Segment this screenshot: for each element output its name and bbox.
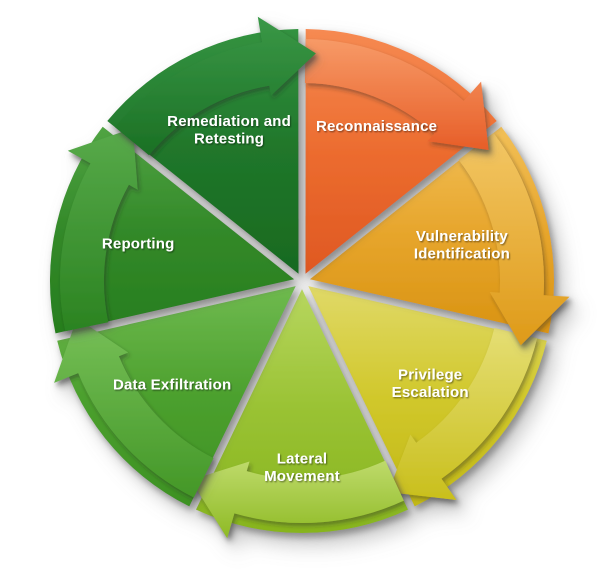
segment-data-exfiltration — [54, 286, 296, 507]
segment-vulnerability-identification — [309, 126, 570, 346]
cycle-wheel — [49, 16, 570, 539]
clockwise-arrow-icon — [190, 460, 404, 539]
segment-remediation-and-retesting — [107, 16, 316, 274]
segment-lateral-movement — [190, 289, 408, 539]
segment-wedge — [308, 286, 547, 507]
clockwise-arrow-icon — [458, 132, 570, 346]
segment-label-reporting: Reporting — [102, 236, 175, 253]
clockwise-arrow-icon — [304, 39, 489, 150]
segment-label-reconnaissance: Reconnaissance — [316, 118, 437, 135]
clockwise-arrow-icon — [54, 318, 214, 498]
segment-wedge — [57, 286, 296, 507]
segment-reporting — [49, 126, 295, 334]
clockwise-arrow-icon — [115, 16, 316, 156]
segment-reconnaissance — [304, 29, 497, 274]
clockwise-arrow-icon — [60, 128, 138, 332]
segment-privilege-escalation — [308, 286, 547, 507]
segment-label-data-exfiltration: Data Exfiltration — [113, 377, 231, 394]
clockwise-arrow-icon — [388, 327, 538, 500]
